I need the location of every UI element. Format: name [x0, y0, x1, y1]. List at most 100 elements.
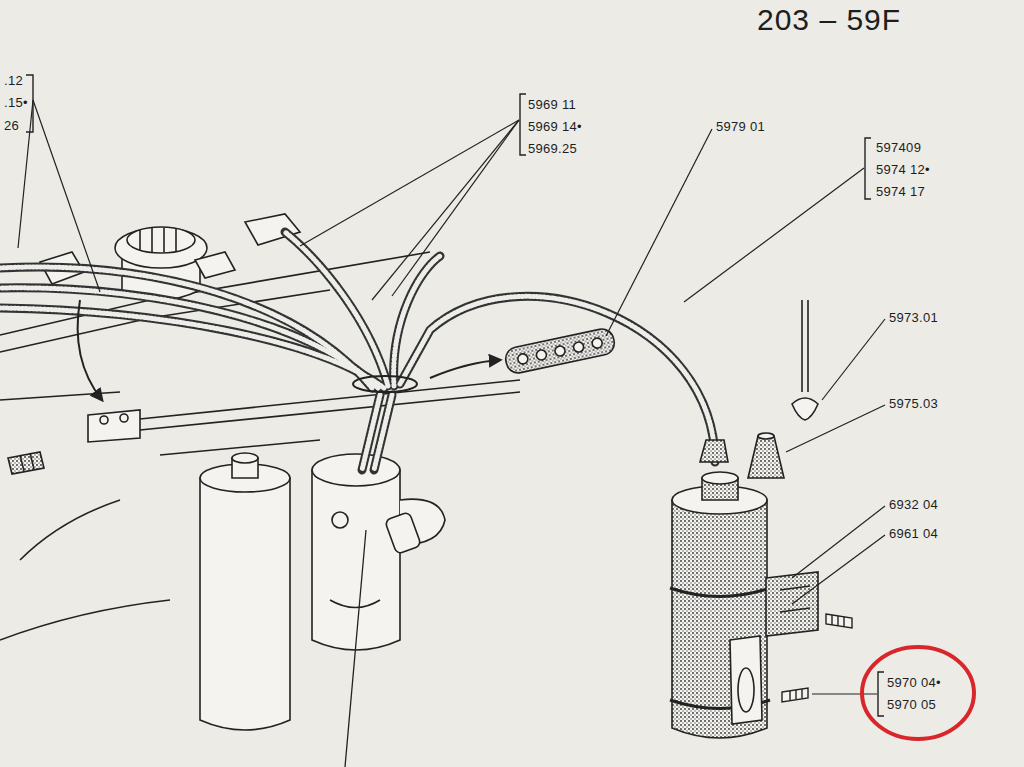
leader-line: [372, 120, 519, 300]
radiator-cap: [175, 229, 177, 251]
ignition-cables: [0, 288, 378, 388]
bracket: [520, 94, 526, 155]
screw: [831, 615, 832, 625]
ignition-cables: [374, 395, 392, 470]
part-number: .15•: [4, 94, 28, 112]
cable-clip: [120, 414, 128, 422]
oil-filter: [200, 478, 290, 730]
engine-block: [130, 380, 520, 420]
screw: [789, 691, 790, 700]
part-number: 5969 11: [528, 96, 576, 114]
cable-clip: [20, 455, 24, 471]
part-number: 5973.01: [889, 309, 938, 327]
leader-line: [345, 530, 366, 767]
distributor: [385, 512, 422, 555]
cable-connector-strip: [517, 337, 603, 365]
distributor: [332, 512, 348, 528]
radiator-cap: [115, 228, 207, 268]
leader-line: [812, 693, 877, 694]
leader-line: [18, 100, 885, 694]
screw: [801, 689, 802, 698]
cable-connector-strip: [503, 327, 616, 375]
radiator-cap: [127, 227, 195, 253]
engine-block: [0, 600, 170, 640]
leader-line: [345, 530, 366, 767]
cable-connector-strip: [591, 337, 603, 349]
screw: [826, 614, 852, 628]
ignition-cables: [285, 232, 388, 386]
cable-connector-strip: [503, 327, 616, 375]
pointer-arrow: [430, 360, 500, 378]
cable-clip: [88, 410, 140, 442]
ignition-cables: [0, 308, 384, 388]
leader-line: [792, 535, 885, 604]
cable-connector-strip: [535, 349, 547, 361]
cable-connector-strip: [573, 341, 585, 353]
ignition-cables: [0, 232, 715, 470]
pointer-arrow: [78, 300, 500, 400]
ignition-cables: [0, 267, 372, 388]
cable-boot: [758, 433, 774, 439]
leader-line: [792, 506, 885, 578]
bracket: [878, 672, 884, 716]
part-number: 5969 14•: [528, 118, 582, 136]
part-number: 6961 04: [889, 525, 938, 543]
screw: [782, 614, 852, 702]
distributor: [330, 600, 380, 608]
part-number: 5974 12•: [876, 161, 930, 179]
part-number: .12: [4, 72, 23, 90]
leader-line: [392, 120, 519, 296]
part-number: 6932 04: [889, 496, 938, 514]
cable-boot: [748, 436, 784, 478]
distributor: [312, 454, 445, 650]
leader-line: [300, 120, 519, 246]
part-number: 26: [4, 117, 19, 135]
ignition-cables: [400, 296, 715, 462]
engine-block: [20, 500, 120, 560]
terminal-rod: [792, 300, 818, 420]
part-number: 5969.25: [528, 140, 577, 158]
part-number: 5970 04•: [887, 674, 941, 692]
cable-clip: [8, 410, 140, 474]
part-number: 5979 01: [716, 118, 765, 136]
cable-boot: [700, 433, 784, 478]
terminal-rod: [801, 300, 803, 392]
ignition-cables: [394, 256, 440, 386]
radiator-cap: [139, 230, 141, 250]
terminal-rod: [807, 300, 809, 392]
pointer-arrow: [78, 300, 102, 400]
page-number: 203 – 59F: [757, 2, 901, 38]
spark-plug-boot: [195, 252, 235, 278]
bracket: [26, 75, 884, 716]
spark-plug-boot: [40, 214, 300, 284]
distributor: [312, 454, 400, 486]
ignition-cables: [394, 256, 440, 386]
highlight-circle: [862, 647, 974, 739]
bracket: [865, 138, 871, 199]
screw: [782, 688, 808, 702]
oil-filter: [232, 453, 258, 463]
ignition-coil: [670, 588, 770, 597]
leader-line: [606, 129, 712, 336]
leader-line: [786, 405, 885, 452]
cable-clip: [30, 453, 34, 469]
cable-clip: [8, 452, 44, 474]
ignition-coil: [672, 500, 767, 738]
ignition-cables: [0, 232, 715, 470]
ignition-coil: [670, 472, 770, 738]
engine-block: [130, 392, 520, 431]
coil-bracket: [780, 586, 810, 590]
cable-boot: [700, 440, 728, 462]
cable-connector-strip: [554, 345, 566, 357]
cable-clip: [100, 416, 108, 424]
radiator-cap: [163, 228, 165, 252]
ignition-cables: [0, 232, 715, 470]
part-number: 5974 17: [876, 183, 925, 201]
cable-connector-strip: [517, 353, 529, 365]
leader-line: [18, 100, 33, 248]
coil-bracket: [780, 608, 810, 612]
screw: [837, 616, 838, 626]
screw: [795, 690, 796, 699]
